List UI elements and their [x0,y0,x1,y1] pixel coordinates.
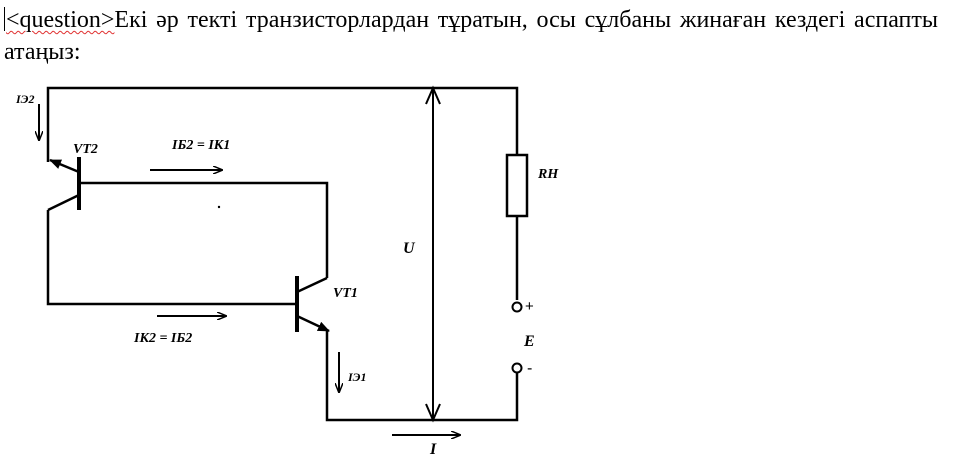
transistor-vt2 [47,157,81,212]
label-ik2-ib2: IК2 = IБ2 [133,331,192,346]
question-tag: <question> [6,7,115,33]
question-body: Екі әр текті транзисторлардан тұратын, о… [4,7,938,65]
label-i: I [429,441,437,458]
terminal-plus [511,301,523,313]
circuit-wires [46,86,519,422]
label-minus: - [527,360,532,377]
label-rn: RН [537,167,559,182]
label-e: E [523,333,535,350]
label-ie1: IЭ1 [347,370,366,384]
label-u: U [403,240,416,257]
terminal-minus [511,362,523,374]
label-vt1: VT1 [333,286,358,301]
transistor-vt1 [295,276,330,333]
question-text: <question>Екі әр текті транзисторлардан … [4,4,938,68]
stray-dot [217,205,221,209]
label-ie2: IЭ2 [15,92,34,106]
label-vt2: VT2 [73,142,98,157]
load-resistor [505,153,529,218]
text-cursor [4,7,5,31]
label-ib2-ik1: IБ2 = IК1 [171,138,230,153]
label-plus: + [525,298,534,315]
